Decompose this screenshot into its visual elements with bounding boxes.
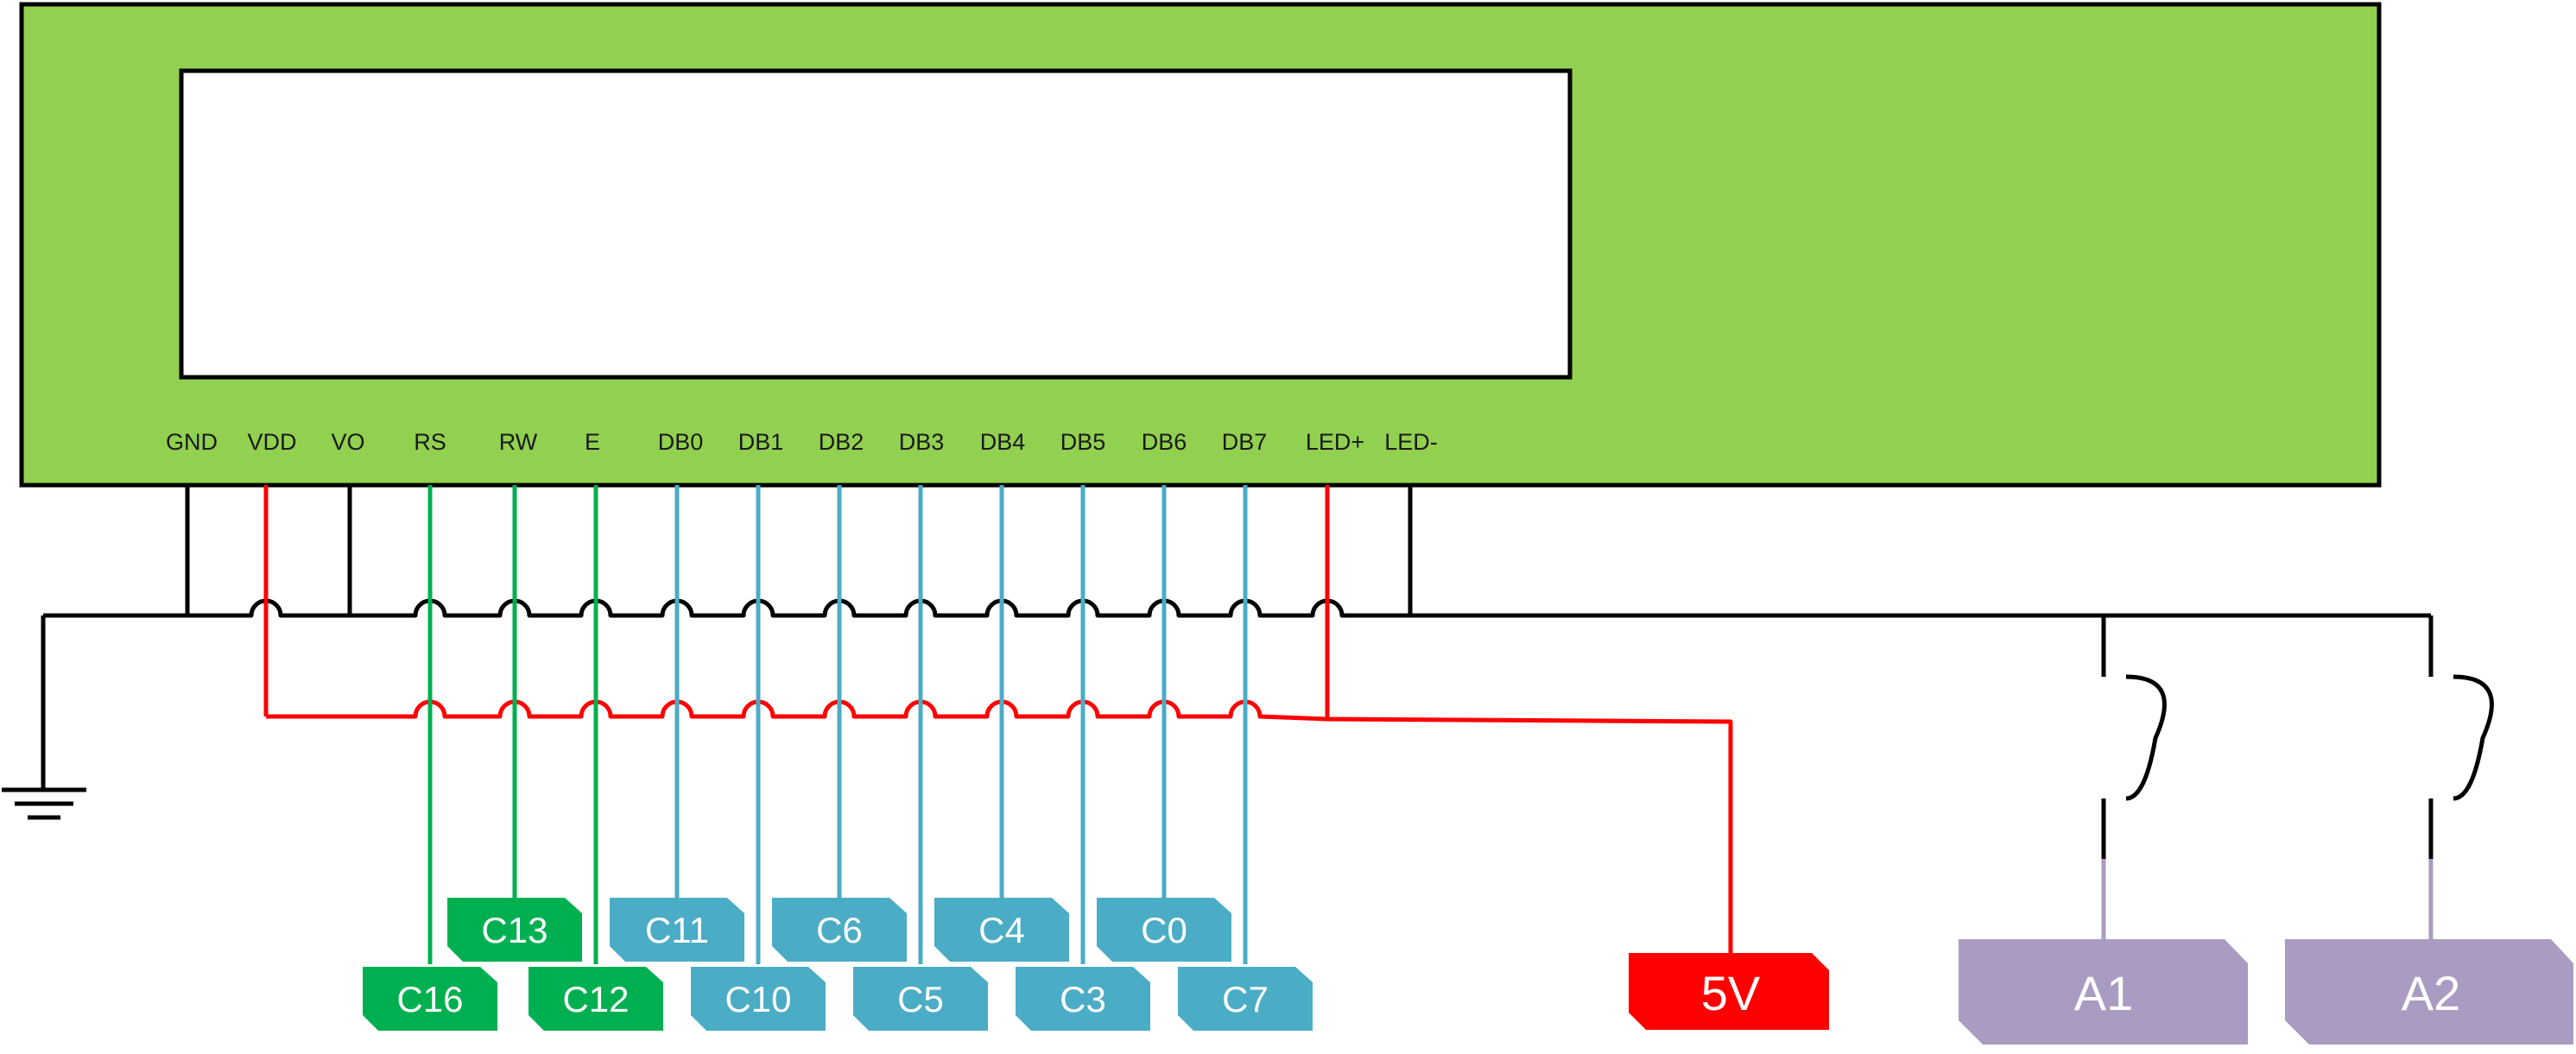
signal-wires [427, 485, 1248, 964]
power-bus-wire [266, 699, 1733, 958]
connector-label-c10: C10 [725, 979, 791, 1019]
pin-label-gnd: GND [166, 429, 218, 455]
button-label-a2: A2 [2402, 966, 2461, 1020]
connector-tag-c11[interactable]: C11 [610, 898, 744, 962]
pin-label-led-minus: LED- [1384, 429, 1438, 455]
connector-label-c0: C0 [1141, 910, 1187, 950]
pin-label-db6: DB6 [1142, 429, 1187, 455]
ground-network [41, 485, 2431, 790]
connector-label-c12: C12 [562, 979, 629, 1019]
connector-label-c3: C3 [1060, 979, 1106, 1019]
pin-label-rs: RS [414, 429, 446, 455]
pin-label-db3: DB3 [899, 429, 945, 455]
button-a1-switch [2101, 615, 2167, 859]
power-tag-5v[interactable]: 5V [1629, 953, 1829, 1030]
connector-tag-c5[interactable]: C5 [853, 967, 988, 1031]
pin-label-vdd: VDD [247, 429, 296, 455]
button-label-a1: A1 [2074, 966, 2134, 1020]
connector-tag-c4[interactable]: C4 [934, 898, 1069, 962]
pin-label-rw: RW [499, 429, 538, 455]
pin-label-e: E [585, 429, 600, 455]
ground-bus-wire [43, 598, 2431, 618]
lcd-screen [179, 68, 1573, 380]
pin-label-db5: DB5 [1060, 429, 1106, 455]
power-label-5v: 5V [1701, 966, 1761, 1020]
connector-tag-c16[interactable]: C16 [363, 967, 497, 1031]
pin-label-vo: VO [331, 429, 364, 455]
connector-label-c16: C16 [396, 979, 463, 1019]
connector-label-c6: C6 [816, 910, 863, 950]
button-tag-a1[interactable]: A1 [1959, 939, 2248, 1045]
connector-tag-c3[interactable]: C3 [1016, 967, 1150, 1031]
pin-label-db0: DB0 [658, 429, 704, 455]
connector-label-c7: C7 [1222, 979, 1269, 1019]
connector-tag-c10[interactable]: C10 [691, 967, 826, 1031]
connector-tag-c7[interactable]: C7 [1178, 967, 1313, 1031]
pin-label-db2: DB2 [819, 429, 864, 455]
pin-label-db7: DB7 [1222, 429, 1268, 455]
button-a2-switch [2428, 615, 2494, 859]
connector-label-c4: C4 [978, 910, 1025, 950]
connector-label-c5: C5 [897, 979, 944, 1019]
pin-label-led-plus: LED+ [1306, 429, 1364, 455]
connector-tag-c13[interactable]: C13 [447, 898, 582, 962]
connector-tag-c12[interactable]: C12 [528, 967, 663, 1031]
connector-label-c11: C11 [645, 910, 709, 950]
button-tag-a2[interactable]: A2 [2285, 939, 2573, 1045]
power-network [263, 485, 1733, 958]
connector-tag-c0[interactable]: C0 [1097, 898, 1231, 962]
pin-labels: GND VDD VO RS RW E DB0 DB1 DB2 DB3 DB4 D… [166, 429, 1438, 455]
ground-icon [2, 787, 86, 820]
pin-label-db4: DB4 [980, 429, 1026, 455]
pin-label-db1: DB1 [738, 429, 784, 455]
connector-label-c13: C13 [481, 910, 547, 950]
connector-tag-c6[interactable]: C6 [772, 898, 907, 962]
